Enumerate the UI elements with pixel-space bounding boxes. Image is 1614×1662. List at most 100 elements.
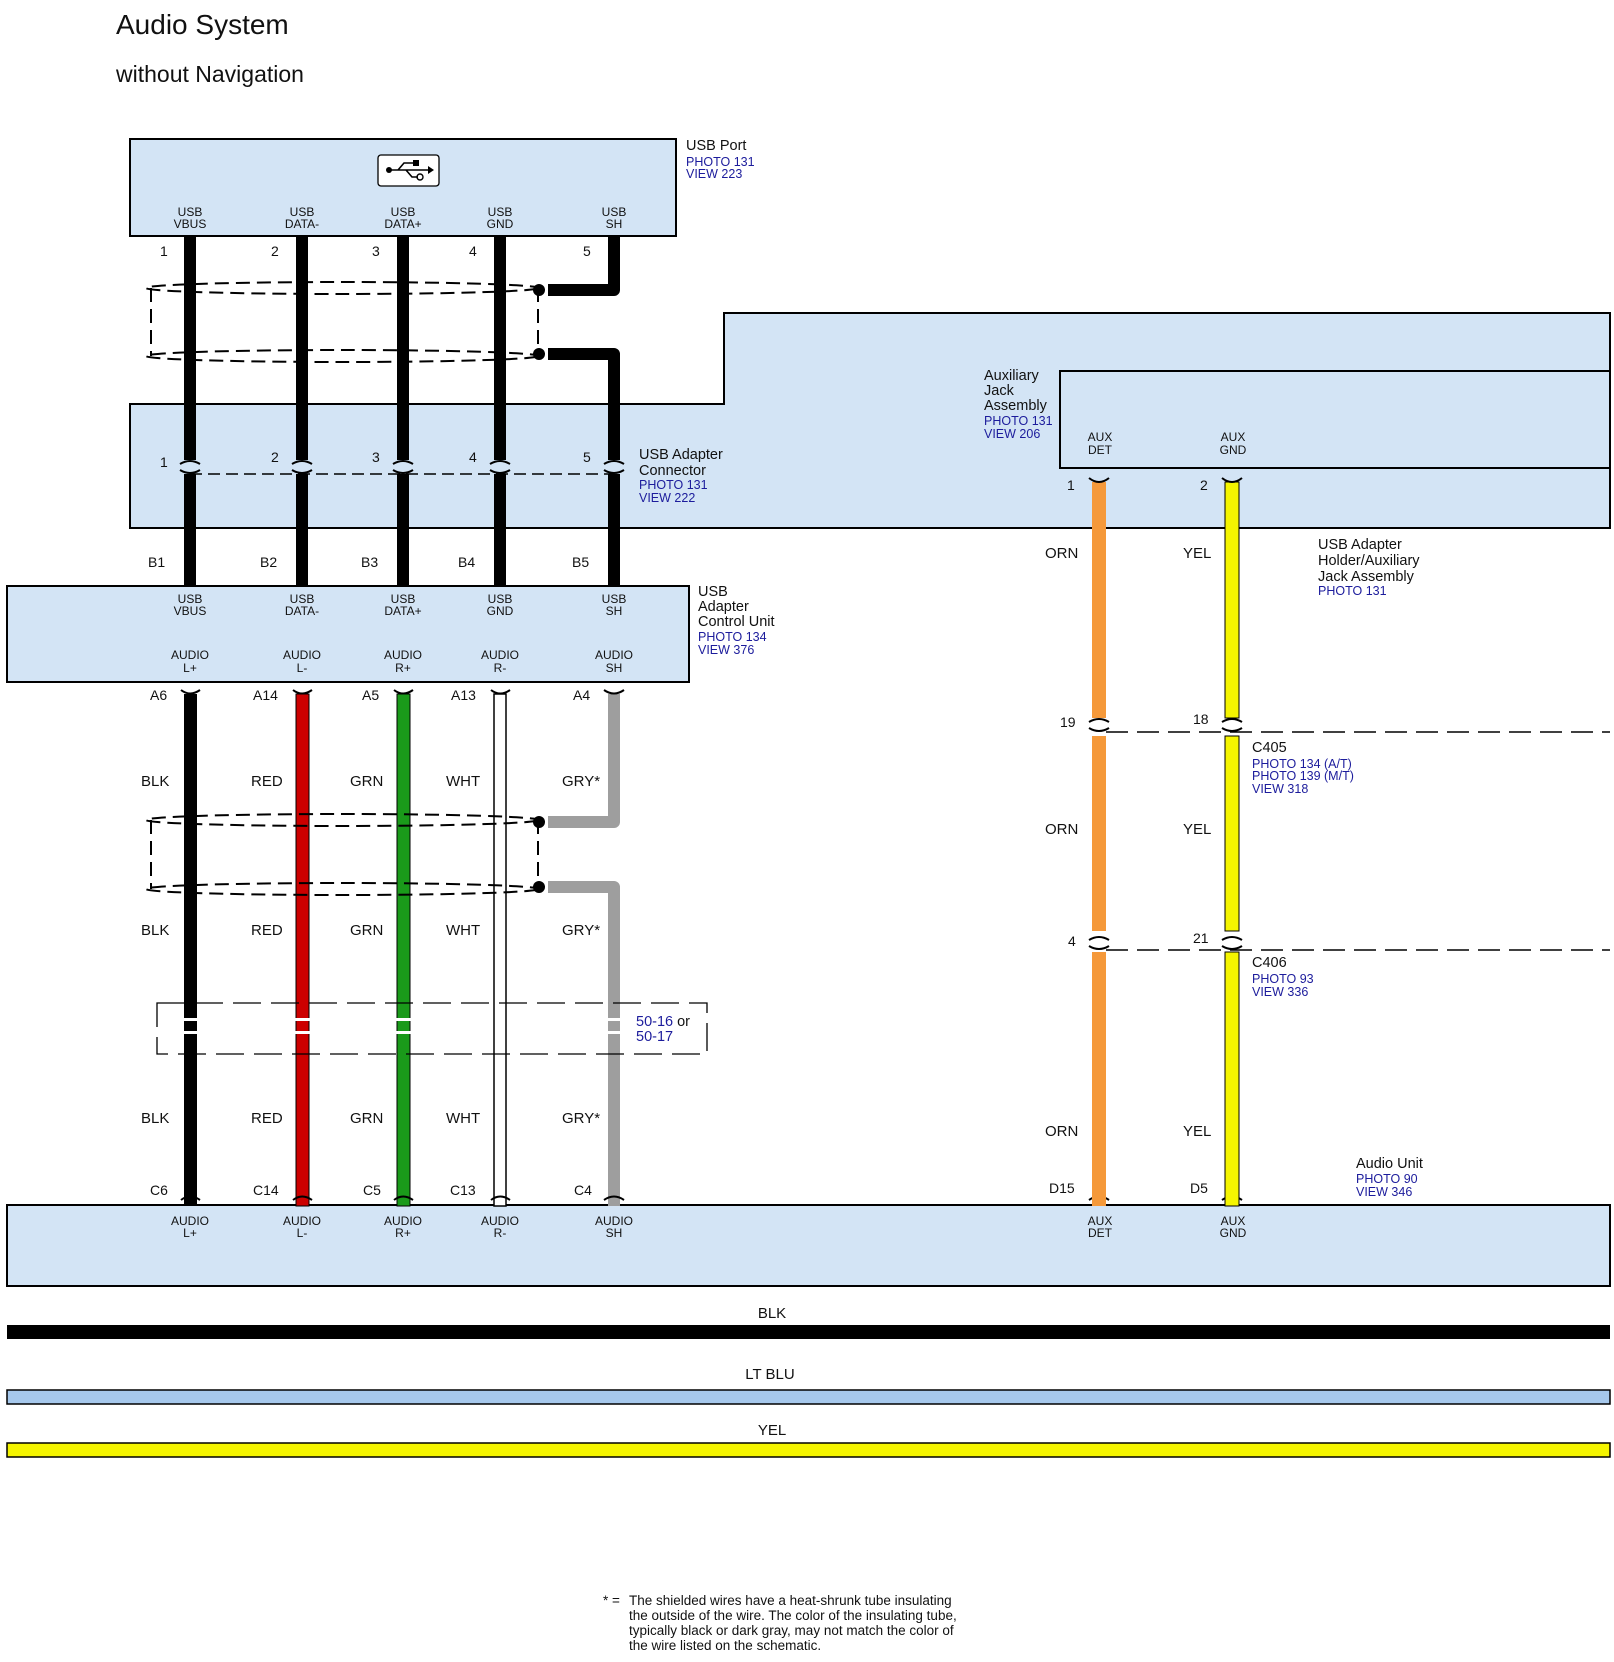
c406-pin-21: 21 [1193, 930, 1209, 946]
aux-jack-pin1-num: 1 [1067, 477, 1075, 493]
usb-port-view-ref[interactable]: VIEW 223 [686, 167, 742, 181]
usb-control-unit-a6-l1: AUDIO [171, 648, 209, 662]
usb-port-pin4-l2: GND [487, 217, 514, 231]
audio-unit-d5-l2: GND [1220, 1226, 1247, 1240]
usb-control-unit-b3-l1: USB [391, 592, 416, 606]
c405-c406-terminals [1088, 718, 1243, 950]
usb-port-pin1-l2: VBUS [174, 217, 207, 231]
usb-port-pin3-num: 3 [372, 243, 380, 259]
wire-color-wht-2: WHT [446, 922, 480, 939]
usb-control-unit-view-ref[interactable]: VIEW 376 [698, 643, 754, 657]
aux-color-orn-3: ORN [1045, 1123, 1078, 1140]
usb-control-unit-a14-l1: AUDIO [283, 648, 321, 662]
usb-adapter-connector-photo-ref[interactable]: PHOTO 131 [639, 478, 708, 492]
wire-color-gry-2: GRY* [562, 922, 600, 939]
audio-unit-c4-l1: AUDIO [595, 1214, 633, 1228]
audio-wire-red [295, 693, 310, 1207]
aux-jack-pin1-l2: DET [1088, 443, 1113, 457]
usb-port-pin3-l1: USB [391, 205, 416, 219]
usb-port-pin2-l1: USB [290, 205, 315, 219]
usb-wire-1 [184, 237, 196, 586]
page-title: Audio System [116, 9, 289, 40]
aux-color-orn-1: ORN [1045, 545, 1078, 562]
usb-control-unit-a5-l2: R+ [395, 661, 411, 675]
footnote-line-2: the outside of the wire. The color of th… [629, 1608, 957, 1623]
inline-connector-ref-2[interactable]: 50-17 [636, 1029, 673, 1045]
usb-control-unit-pin-b5: B5 [572, 554, 589, 570]
usb-control-unit-photo-ref[interactable]: PHOTO 134 [698, 630, 767, 644]
usb-control-unit-pin-a4: A4 [573, 687, 590, 703]
c405-photo-mt-ref[interactable]: PHOTO 139 (M/T) [1252, 769, 1354, 783]
usb-port-photo-ref[interactable]: PHOTO 131 [686, 155, 755, 169]
aux-jack-photo-ref[interactable]: PHOTO 131 [984, 414, 1053, 428]
audio-unit-c14-l1: AUDIO [283, 1214, 321, 1228]
audio-unit-pin-c6: C6 [150, 1182, 168, 1198]
usb-control-unit-b1-l2: VBUS [174, 604, 207, 618]
audio-unit-c6-l1: AUDIO [171, 1214, 209, 1228]
usb-port-pin2-num: 2 [271, 243, 279, 259]
audio-unit-terminals [180, 1195, 1243, 1201]
usb-adapter-connector-pin4: 4 [469, 449, 477, 465]
c405-photo-at-ref[interactable]: PHOTO 134 (A/T) [1252, 757, 1352, 771]
wire-color-grn-3: GRN [350, 1110, 383, 1127]
audio-unit-pin-c13: C13 [450, 1182, 476, 1198]
c406-photo-ref[interactable]: PHOTO 93 [1252, 972, 1314, 986]
usb-port-name: USB Port [686, 138, 746, 154]
holder-photo-ref[interactable]: PHOTO 131 [1318, 584, 1387, 598]
usb-control-unit-b5-l1: USB [602, 592, 627, 606]
wire-color-red-2: RED [251, 922, 283, 939]
aux-jack-view-ref[interactable]: VIEW 206 [984, 427, 1040, 441]
wire-color-wht-3: WHT [446, 1110, 480, 1127]
c405-pin-19: 19 [1060, 714, 1076, 730]
aux-wire-orn [1092, 482, 1106, 1206]
aux-jack-pin2-l1: AUX [1221, 430, 1246, 444]
legend-label-yel: YEL [758, 1422, 786, 1439]
inline-connector-ref-1[interactable]: 50-16 or [636, 1014, 690, 1030]
audio-shield-drain-upper [548, 694, 620, 828]
legend-label-blk: BLK [758, 1305, 786, 1322]
audio-wire-blk [184, 694, 197, 1206]
inline-connector-box [156, 1002, 708, 1055]
audio-unit-c5-l1: AUDIO [384, 1214, 422, 1228]
c406-pin-4: 4 [1068, 933, 1076, 949]
legend-wire-blk [7, 1325, 1610, 1339]
usb-wire-3 [397, 237, 409, 586]
aux-color-yel-1: YEL [1183, 545, 1211, 562]
aux-jack-pin1-l1: AUX [1088, 430, 1113, 444]
usb-control-unit-pin-a6: A6 [150, 687, 167, 703]
usb-control-unit-a14-l2: L- [297, 661, 308, 675]
usb-control-unit-name-1: USB [698, 584, 728, 600]
usb-port-pin5-l2: SH [606, 217, 623, 231]
usb-control-unit-pin-b2: B2 [260, 554, 277, 570]
usb-adapter-connector-view-ref[interactable]: VIEW 222 [639, 491, 695, 505]
audio-unit-photo-ref[interactable]: PHOTO 90 [1356, 1172, 1418, 1186]
aux-wire-yel [1224, 481, 1240, 1207]
wire-color-grn-2: GRN [350, 922, 383, 939]
audio-unit-c13-l2: R- [494, 1226, 507, 1240]
usb-control-unit-a6-l2: L+ [183, 661, 197, 675]
usb-control-unit-b4-l1: USB [488, 592, 513, 606]
c406-view-ref[interactable]: VIEW 336 [1252, 985, 1308, 999]
audio-unit-d15-l2: DET [1088, 1226, 1113, 1240]
audio-unit-d5-l1: AUX [1221, 1214, 1246, 1228]
audio-unit-pin-c14: C14 [253, 1182, 279, 1198]
inline-connector-breaks [183, 1018, 622, 1034]
c405-view-ref[interactable]: VIEW 318 [1252, 782, 1308, 796]
footnote-line-4: the wire listed on the schematic. [629, 1638, 821, 1653]
audio-unit-pin-d5: D5 [1190, 1180, 1208, 1196]
usb-control-unit-b2-l2: DATA- [285, 604, 319, 618]
legend-wire-yel [6, 1442, 1611, 1458]
usb-control-unit-b4-l2: GND [487, 604, 514, 618]
legend-wire-lt-blu [6, 1389, 1611, 1405]
usb-control-unit-b5-l2: SH [606, 604, 623, 618]
wire-color-blk-2: BLK [141, 922, 169, 939]
usb-control-unit-terminals [180, 689, 625, 695]
wire-color-blk-3: BLK [141, 1110, 169, 1127]
audio-unit-view-ref[interactable]: VIEW 346 [1356, 1185, 1412, 1199]
usb-control-unit-a13-l2: R- [494, 661, 507, 675]
usb-port-pin5-num: 5 [583, 243, 591, 259]
usb-port-pin1-l1: USB [178, 205, 203, 219]
usb-control-unit-name-3: Control Unit [698, 614, 775, 630]
usb-port-pin3-l2: DATA+ [384, 217, 421, 231]
